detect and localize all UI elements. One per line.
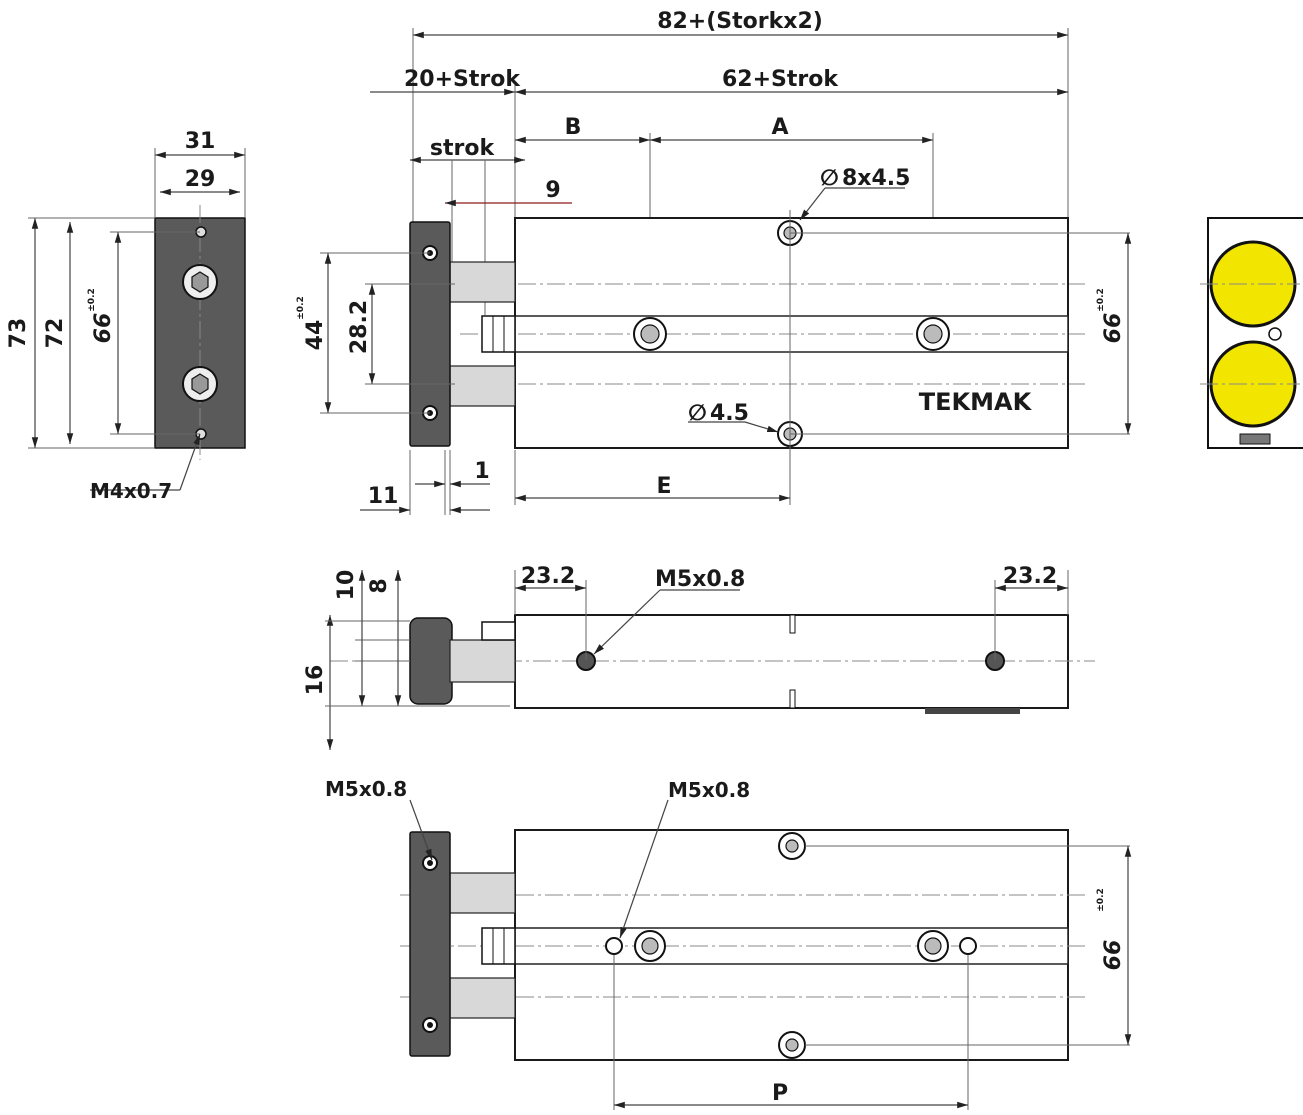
dim-16: 16 [303,665,328,696]
piston-rod-upper [449,261,516,303]
diameter-symbol: ∅ [820,166,839,191]
dim-72: 72 [43,318,68,349]
thread-m4: M4x0.7 [90,479,172,503]
tol-end: ±0.2 [87,288,97,311]
side-plate [409,617,453,705]
bottom-rod-upper [449,872,516,914]
bottom-view: 66 ±0.2 P M5x0.8 M5x0.8 [325,777,1132,1110]
mount-hole-right [916,317,950,351]
dim-10: 10 [334,570,359,601]
stopper-nut [481,315,516,353]
dim-1: 1 [474,459,489,484]
bottom-plate [409,831,451,1057]
dim-66-bottom: 66 [1101,940,1126,971]
pocket-hole-label: 8x4.5 [842,166,910,191]
side-thread-label: M5x0.8 [655,567,745,592]
dim-8: 8 [367,578,392,593]
dim-44: 44 [303,320,328,351]
front-plate [409,221,451,447]
dim-a: A [771,115,788,140]
side-view: 23.2 23.2 M5x0.8 16 10 8 [303,564,1095,750]
dim-232-left: 23.2 [521,564,575,589]
mount-hole-left [633,317,667,351]
dim-front: 20+Strok [404,67,521,92]
tol-66-bottom: ±0.2 [1096,888,1106,911]
dim-282: 28.2 [347,300,372,354]
tol-44: ±0.2 [296,296,306,319]
bottom-thread-mid: M5x0.8 [668,778,750,802]
top-view: 82+(Storkx2) 20+Strok 62+Strok B A strok… [296,9,1132,515]
tol-66-top: ±0.2 [1096,288,1106,311]
dim-232-right: 23.2 [1003,564,1057,589]
dim-e: E [656,474,671,499]
side-rod [449,639,516,683]
diameter-symbol-2: ∅ [688,401,707,426]
bottom-mount-left [634,930,666,962]
bottom-port-left [605,937,623,955]
dim-b: B [565,115,582,140]
dim-73: 73 [6,318,31,349]
piston-rod-lower [449,365,516,407]
dim-29: 29 [185,167,216,192]
bottom-hole-top [778,832,806,860]
bottom-thread-left: M5x0.8 [325,777,407,801]
dim-9: 9 [545,178,560,203]
dim-stroke: strok [430,136,496,161]
brand-label: TEKMAK [919,388,1033,416]
bottom-rod-lower [449,977,516,1019]
thru-hole-label: 4.5 [710,401,749,426]
dim-11: 11 [368,484,399,509]
bottom-mount-right [917,930,949,962]
dim-31: 31 [185,129,216,154]
dim-total: 82+(Storkx2) [657,9,823,34]
dim-p: P [772,1081,788,1106]
bottom-hole-bottom [778,1031,806,1059]
dim-66-top: 66 [1101,313,1126,344]
end-view-left: 31 29 73 72 66 ±0.2 M4x0.7 [6,129,246,503]
bottom-port-right [959,937,977,955]
end-view-right [1200,217,1303,449]
dim-66-end: 66 [91,313,116,344]
dim-body: 62+Strok [722,67,839,92]
